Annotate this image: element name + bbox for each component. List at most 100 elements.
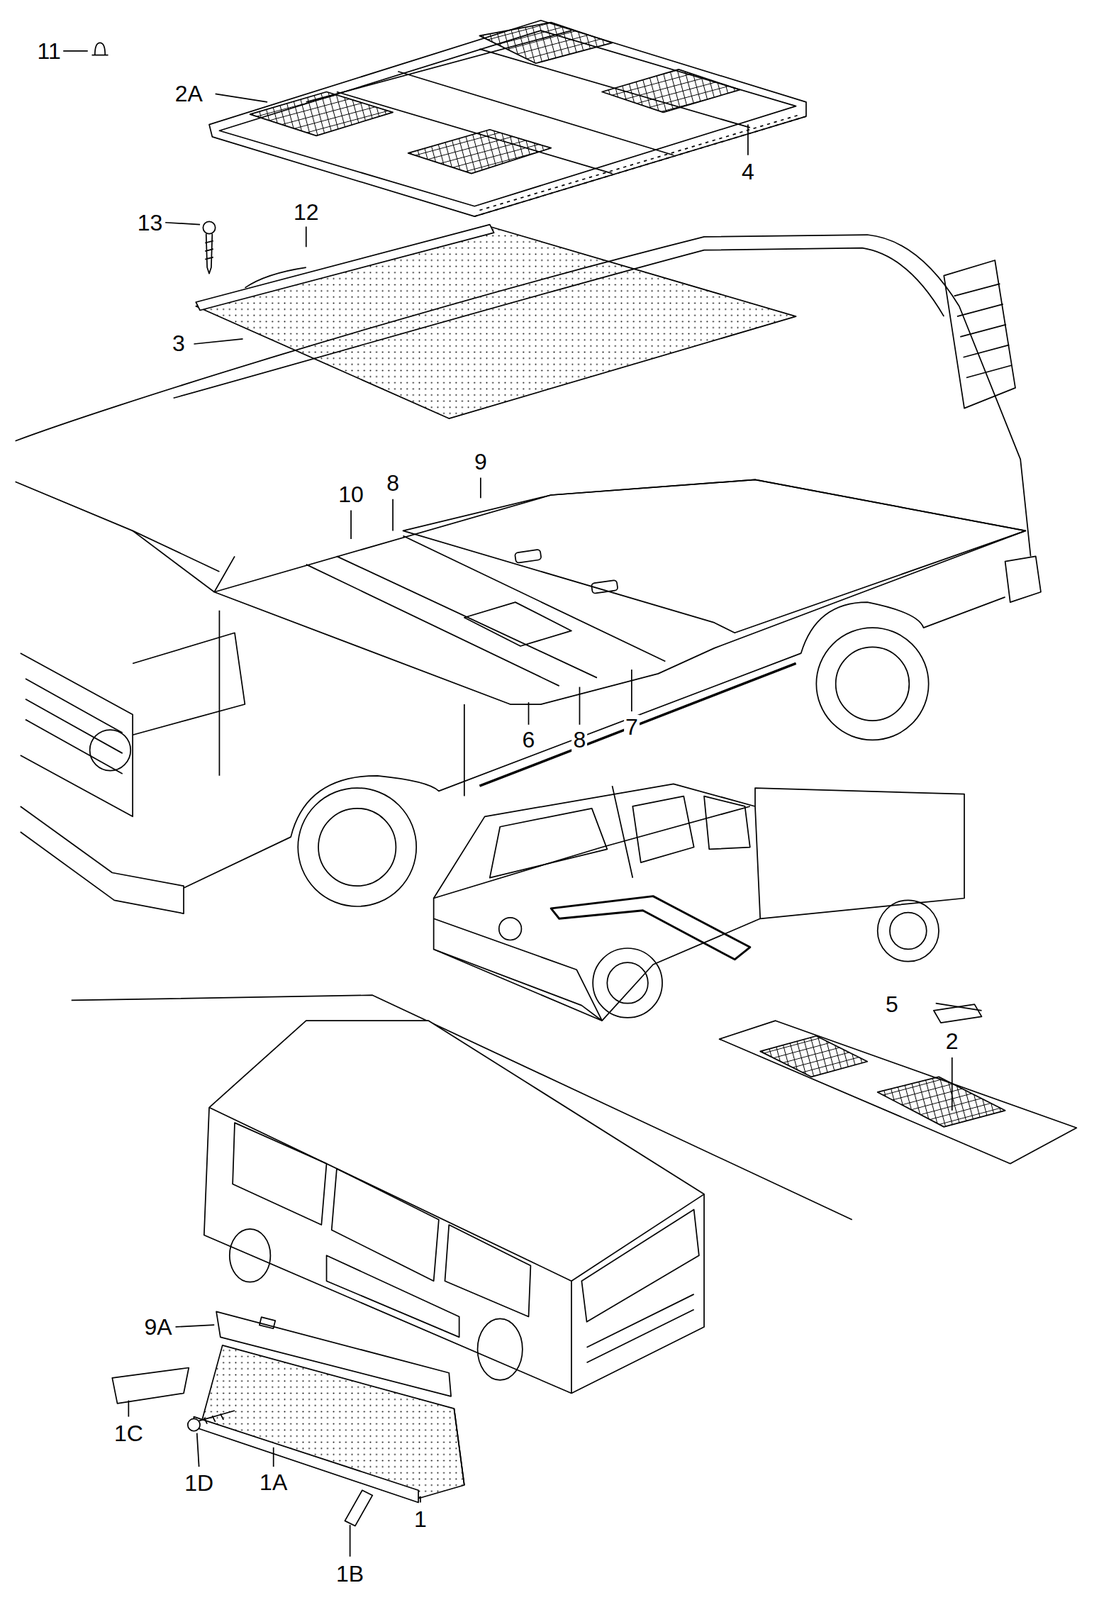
- clip: [92, 42, 109, 55]
- callout-number: 4: [740, 159, 756, 184]
- pickup-part: [433, 918, 602, 1021]
- van-body-part: [954, 283, 1012, 378]
- pickup-part: [606, 962, 649, 1004]
- step-panel-part: [259, 1316, 276, 1329]
- floor-panels: [214, 479, 1026, 786]
- callout-number: 12: [292, 199, 321, 225]
- van-body-part: [90, 729, 132, 771]
- step-tray-part: [193, 1416, 419, 1503]
- leader-lines-part: [215, 93, 268, 103]
- van-body-part: [816, 627, 929, 740]
- trim-piece-part: [344, 1489, 373, 1526]
- callout-number: 1A: [258, 1469, 289, 1494]
- screw-part: [202, 221, 215, 234]
- trim-piece-part: [112, 1367, 189, 1404]
- van-body-part: [132, 530, 235, 592]
- floor-panels-part: [214, 479, 1026, 705]
- leader-lines-part: [63, 50, 88, 52]
- screw-part: [199, 1410, 235, 1424]
- floor-panels-part: [514, 549, 542, 563]
- leader-lines-part: [349, 1524, 351, 1557]
- leader-lines-part: [127, 1400, 130, 1417]
- bus-body-part: [581, 1208, 700, 1321]
- trim-piece: [112, 1367, 189, 1404]
- leader-lines-part: [193, 338, 243, 344]
- callout-number: 9: [472, 449, 489, 474]
- bus-body-part: [587, 1293, 695, 1363]
- callout-number: 1: [412, 1506, 429, 1531]
- callout-number: 1D: [182, 1470, 215, 1495]
- pickup-part: [489, 808, 608, 878]
- leader-lines-part: [579, 687, 581, 725]
- trim-rail: [195, 224, 494, 311]
- rubber-mat-part: [219, 30, 796, 207]
- callout-number: 3: [170, 331, 187, 356]
- bus-body-part: [232, 1122, 531, 1316]
- rubber-mat-part: [479, 22, 612, 64]
- callout-number: 7: [623, 714, 640, 739]
- clip-part: [92, 42, 109, 55]
- rubber-mat-part: [719, 1020, 1078, 1163]
- trim-rail-part: [195, 224, 494, 311]
- bus-body-part: [229, 1228, 271, 1282]
- screw-part: [204, 233, 214, 274]
- trim-piece: [344, 1489, 373, 1526]
- bus-body-part: [326, 1254, 460, 1337]
- leader-lines-part: [272, 1447, 275, 1467]
- van-body-part: [20, 653, 133, 817]
- van-body-part: [132, 632, 245, 735]
- leader-lines-part: [305, 226, 308, 248]
- pickup-part: [632, 796, 751, 863]
- van-body-part: [297, 787, 417, 907]
- van-body-part: [25, 678, 123, 774]
- trim-rail-part: [244, 267, 306, 288]
- pickup: [433, 783, 965, 1021]
- floor-panels-part: [402, 479, 1026, 633]
- callout-number: 2: [944, 1028, 961, 1053]
- van-body-part: [15, 481, 220, 572]
- callout-number: 1C: [112, 1420, 145, 1446]
- van-body-part: [173, 248, 945, 399]
- floor-panels-part: [479, 662, 796, 786]
- pickup-part: [550, 896, 751, 960]
- bus-body-part: [477, 1318, 523, 1380]
- rubber-mat-part: [209, 20, 807, 217]
- screw: [187, 1410, 235, 1431]
- rubber-mat: [209, 20, 807, 217]
- pickup-part: [433, 785, 751, 898]
- pickup-part: [592, 947, 663, 1018]
- van-body-part: [943, 260, 1016, 409]
- leader-lines-part: [935, 1003, 983, 1011]
- screw-part: [187, 1418, 200, 1431]
- rubber-mat-part: [877, 1076, 1006, 1127]
- rubber-mat-part: [408, 129, 551, 174]
- sound-insulation: [195, 226, 796, 420]
- leader-lines-part: [165, 222, 200, 225]
- leader-lines-part: [747, 124, 749, 156]
- leader-lines-part: [631, 669, 633, 712]
- leader-lines-part: [951, 1057, 953, 1111]
- floor-panels-part: [464, 601, 572, 646]
- pickup-part: [499, 917, 522, 941]
- leader-lines-part: [419, 1496, 422, 1503]
- leader-lines-part: [528, 701, 530, 725]
- rubber-mat-part: [601, 69, 740, 113]
- screw: [202, 221, 215, 273]
- rubber-mat-part: [474, 114, 807, 217]
- pickup-part: [433, 783, 761, 1021]
- callout-number: 8: [572, 727, 588, 752]
- rubber-mat-part: [250, 92, 393, 137]
- leader-lines-part: [392, 499, 394, 532]
- pickup-part: [889, 912, 927, 950]
- callout-number: 5: [884, 991, 900, 1017]
- callout-number: 1B: [334, 1561, 366, 1586]
- drawing: [15, 20, 1078, 1557]
- van-body-part: [318, 808, 396, 886]
- callout-number: 8: [385, 470, 401, 495]
- leader-lines-part: [197, 1432, 200, 1467]
- leader-lines: [63, 51, 982, 1557]
- floor-panels-part: [591, 579, 619, 594]
- step-tray-part: [201, 1345, 465, 1499]
- van-body-part: [20, 806, 184, 914]
